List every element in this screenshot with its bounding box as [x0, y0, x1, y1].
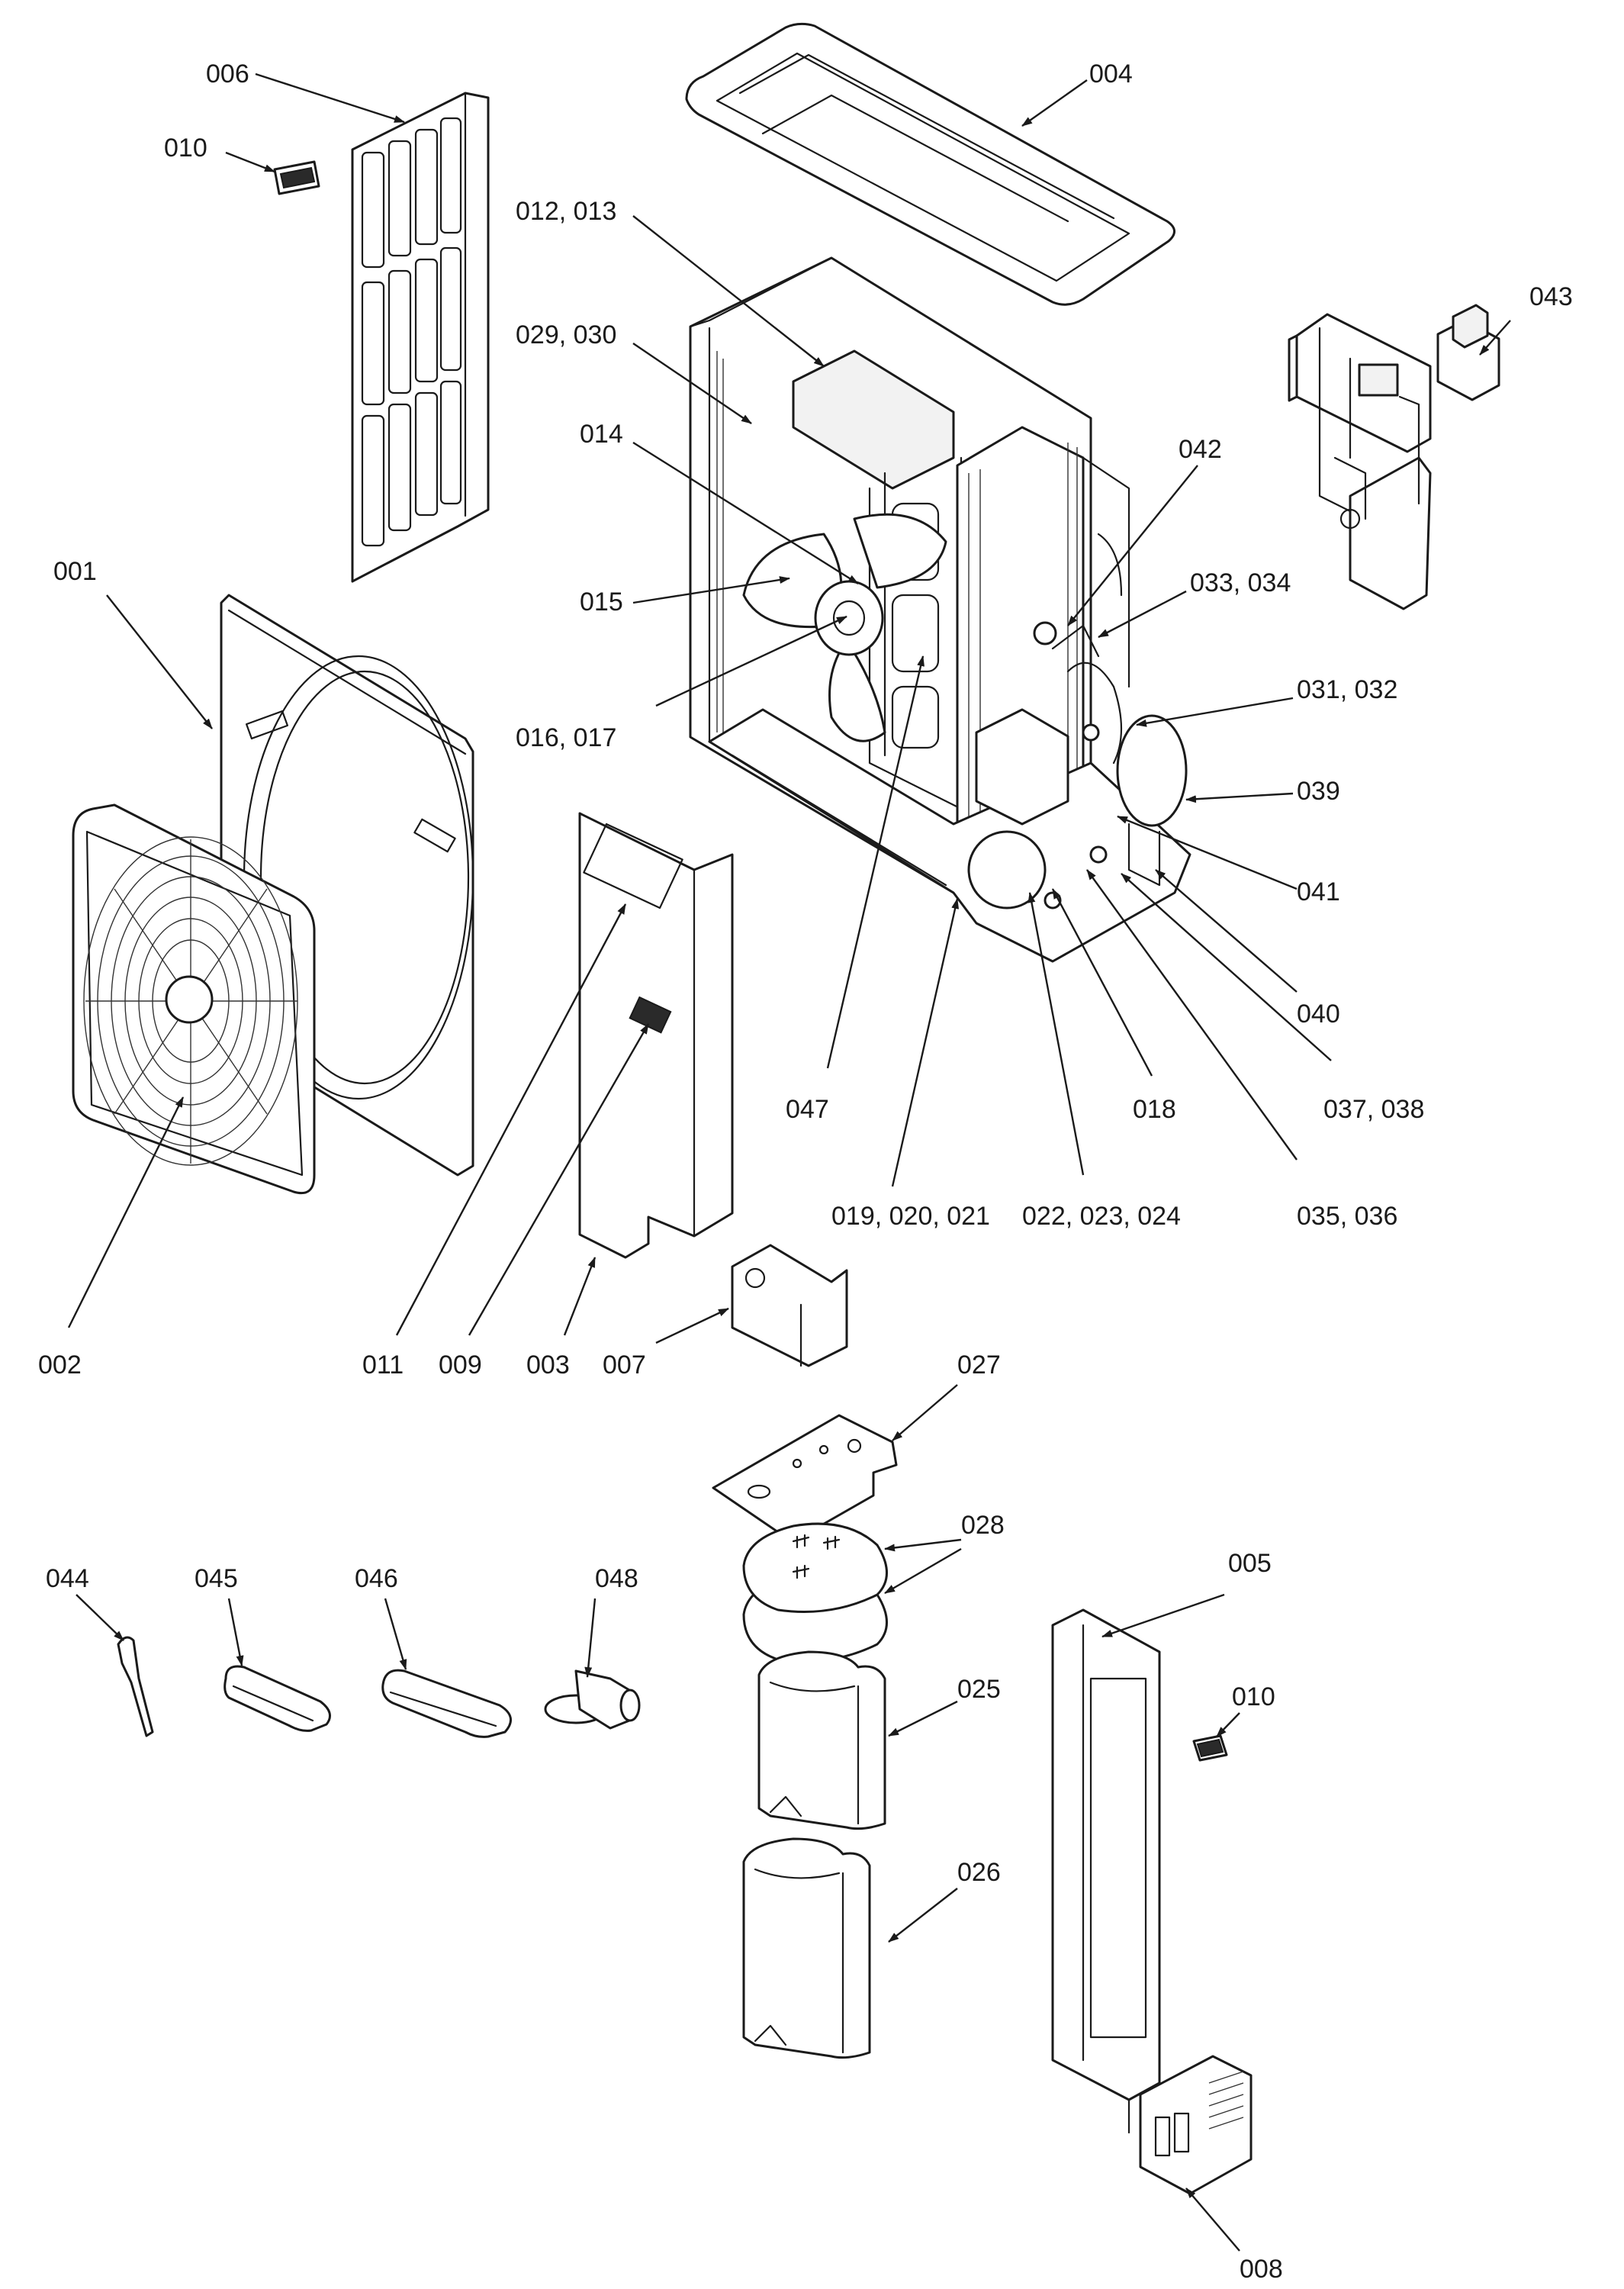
callout-011: 011	[362, 1351, 404, 1380]
callout-033-034: 033, 034	[1190, 568, 1291, 597]
callout-025: 025	[957, 1675, 1001, 1704]
callout-029-030: 029, 030	[516, 320, 616, 349]
part-045-plug	[224, 1665, 331, 1732]
callout-045: 045	[195, 1564, 238, 1593]
callout-006: 006	[206, 60, 249, 89]
callout-027: 027	[957, 1351, 1001, 1380]
part-025-sleeve	[757, 1650, 886, 1830]
callout-043: 043	[1529, 282, 1573, 311]
callout-044: 044	[46, 1564, 89, 1593]
part-048-drain-elbow	[544, 1669, 641, 1730]
callout-016-017: 016, 017	[516, 723, 616, 752]
part-010-bracket-top	[273, 160, 320, 195]
callout-041: 041	[1297, 877, 1340, 906]
callout-046: 046	[355, 1564, 398, 1593]
part-043-electrical-box	[1288, 313, 1432, 610]
callout-047: 047	[786, 1095, 829, 1124]
callout-028: 028	[961, 1511, 1005, 1540]
part-006-side-grille-panel	[351, 92, 490, 583]
callout-015: 015	[580, 588, 623, 617]
callout-022-023-024: 022, 023, 024	[1022, 1202, 1181, 1231]
callout-048: 048	[595, 1564, 638, 1593]
callout-014: 014	[580, 420, 623, 449]
part-043-relay	[1436, 304, 1500, 401]
callout-010-right: 010	[1232, 1682, 1275, 1711]
part-027-plate	[712, 1414, 898, 1543]
callout-010-top: 010	[164, 134, 207, 163]
callout-003: 003	[526, 1351, 570, 1380]
part-010-bracket-right	[1192, 1734, 1228, 1762]
part-main-chassis	[689, 256, 1191, 963]
part-008-service-cover	[1139, 2055, 1253, 2195]
callout-035-036: 035, 036	[1297, 1202, 1397, 1231]
part-044-clip	[117, 1636, 154, 1737]
part-046-plug	[381, 1669, 512, 1738]
callout-019-020-021: 019, 020, 021	[831, 1202, 990, 1231]
callout-037-038: 037, 038	[1323, 1095, 1424, 1124]
part-003-front-side-panel	[578, 812, 734, 1259]
callout-009: 009	[439, 1351, 482, 1380]
callout-039: 039	[1297, 777, 1340, 806]
callout-012-013: 012, 013	[516, 197, 616, 226]
part-005-rear-side-panel	[1051, 1608, 1161, 2134]
callout-042: 042	[1179, 435, 1222, 464]
callout-labels: 006 010 004 012, 013 029, 030 014 015 01…	[38, 60, 1573, 2284]
callout-040: 040	[1297, 1000, 1340, 1029]
leader-lines	[67, 72, 1511, 2252]
part-002-fan-grille	[72, 803, 316, 1195]
part-004-top-cover	[685, 22, 1175, 306]
callout-031-032: 031, 032	[1297, 675, 1397, 704]
callout-018: 018	[1133, 1095, 1176, 1124]
callout-026: 026	[957, 1858, 1001, 1887]
callout-002: 002	[38, 1351, 82, 1380]
part-007-small-panel	[731, 1244, 848, 1367]
part-026-sleeve	[742, 1837, 871, 2059]
callout-005: 005	[1228, 1549, 1272, 1578]
part-028-discs	[742, 1522, 888, 1663]
callout-001: 001	[53, 557, 97, 586]
callout-004: 004	[1089, 60, 1133, 89]
callout-008: 008	[1240, 2255, 1283, 2284]
callout-007: 007	[603, 1351, 646, 1380]
